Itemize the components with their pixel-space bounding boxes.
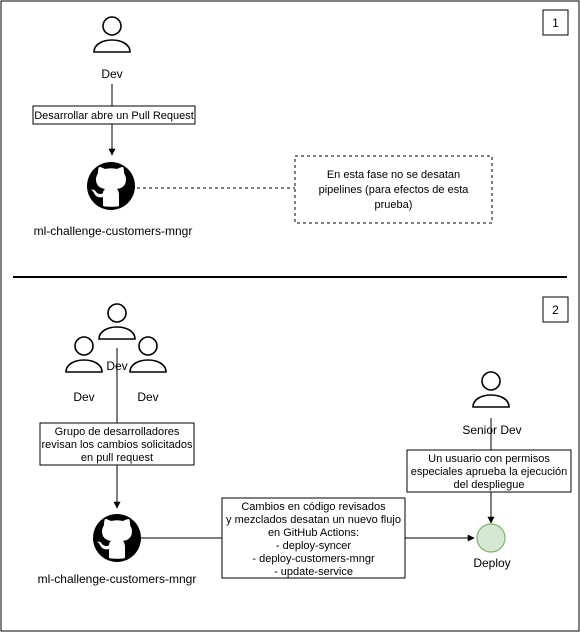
dev-label: Dev: [101, 67, 122, 81]
repo-label-2: ml-challenge-customers-mngr: [38, 572, 197, 586]
deploy-node: [476, 523, 506, 553]
section-1-badge: 1: [552, 16, 559, 30]
review-line-1: Grupo de desarrolladores: [55, 426, 180, 438]
merge-line-2: y mezclados desatan un nuevo flujo: [226, 514, 401, 526]
person-icon: [65, 336, 103, 373]
deploy-label: Deploy: [473, 556, 510, 570]
edge-label-pull-request: Desarrollar abre un Pull Request: [34, 110, 194, 122]
person-icon: [129, 336, 167, 373]
approval-line-1: Un usuario con permisos: [428, 453, 550, 465]
note-line-2: pipelines (para efectos de esta: [319, 184, 470, 196]
person-icon: [472, 371, 510, 408]
dev-right-label: Dev: [137, 390, 158, 404]
edge-label-box: [32, 105, 196, 125]
section-1-badge-box: [542, 9, 569, 36]
review-label-box: [39, 422, 195, 466]
approval-line-2: especiales aprueba la ejecución: [411, 466, 568, 478]
note-line-3: prueba): [375, 199, 413, 211]
merge-line-1: Cambios en código revisados: [241, 501, 386, 513]
person-icon: [98, 303, 136, 340]
section-2-badge-box: [542, 296, 569, 323]
github-icon: [93, 514, 141, 562]
approval-label-box: [406, 449, 572, 493]
section-2-badge: 2: [552, 303, 559, 317]
review-line-3: en pull request: [81, 452, 153, 464]
dev-left-label: Dev: [73, 390, 94, 404]
merge-line-3: en GitHub Actions:: [268, 527, 359, 539]
person-icon: [93, 16, 131, 53]
note-box: [294, 155, 493, 224]
note-line-1: En esta fase no se desatan: [327, 169, 460, 181]
repo-label: ml-challenge-customers-mngr: [34, 224, 193, 238]
merge-label-box: [221, 497, 406, 579]
merge-line-5: - deploy-customers-mngr: [252, 553, 375, 565]
github-icon: [87, 162, 135, 210]
approval-line-3: del despliegue: [454, 479, 525, 491]
review-line-2: revisan los cambios solicitados: [41, 439, 193, 451]
senior-dev-label: Senior Dev: [462, 423, 521, 437]
merge-line-6: - update-service: [274, 566, 353, 578]
merge-line-4: - deploy-syncer: [276, 540, 352, 552]
